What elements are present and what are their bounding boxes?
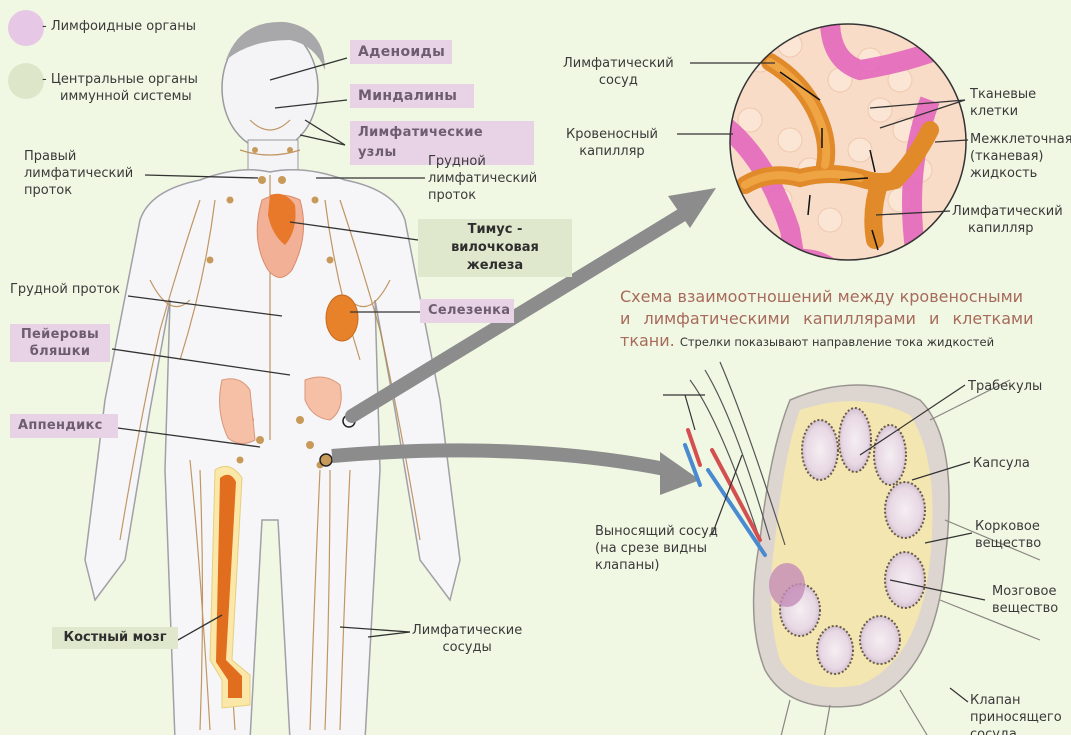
label-line: проток <box>24 183 73 198</box>
label-line: бляшки <box>29 344 91 359</box>
label-line: сосуды <box>442 640 492 655</box>
label-appendix: Аппендикс <box>10 414 118 438</box>
label-thymus: Тимус - вилочковая железа <box>418 219 572 277</box>
label-line: Правый <box>24 149 77 164</box>
label-line: вилочковая железа <box>451 240 539 273</box>
label-line: лимфатический <box>428 171 538 186</box>
label-tissue-cells: Тканевые клетки <box>970 86 1036 120</box>
label-line: Межклеточная <box>970 132 1071 147</box>
label-thoracic-duct: Грудной проток <box>10 282 120 297</box>
legend-dot-lymphoid <box>8 10 44 46</box>
label-line: Лимфатический <box>952 204 1063 219</box>
legend-dot-central <box>8 63 44 99</box>
label-line: клапаны) <box>595 558 660 573</box>
label-line: (на срезе видны <box>595 541 707 556</box>
label-line: жидкость <box>970 166 1038 181</box>
label-bone-marrow: Костный мозг <box>52 627 178 649</box>
label-interstitial-fluid: Межклеточная (тканевая) жидкость <box>970 131 1071 182</box>
capillary-circle <box>729 23 967 261</box>
label-line: проток <box>428 188 477 203</box>
label-blood-capillary: Кровеносный капилляр <box>566 126 658 160</box>
caption-line3: ткани. Стрелки показывают направление то… <box>620 330 1050 352</box>
label-line: капилляр <box>968 221 1034 236</box>
legend-label-central: - Центральные органы иммунной системы <box>42 71 198 105</box>
label-adenoids: Аденоиды <box>350 40 452 64</box>
label-line: клетки <box>970 104 1019 119</box>
caption-note: Стрелки показывают направление тока жидк… <box>679 335 995 349</box>
label-capsule: Капсула <box>973 456 1030 471</box>
label-line: вещество <box>992 601 1059 616</box>
label-lymph-vessels: Лимфатические сосуды <box>412 622 522 656</box>
label-line: Тканевые <box>970 87 1037 102</box>
label-line: Мозговое <box>992 584 1057 599</box>
label-lymph-capillary: Лимфатический капилляр <box>952 203 1063 237</box>
bottom-strip <box>0 735 1071 754</box>
label-line: Клапан <box>970 693 1021 708</box>
label-lymph-nodes: Лимфатические узлы <box>350 121 534 165</box>
caption-line1: Схема взаимоотношений между кровеносными <box>620 287 1024 306</box>
label-trabeculae: Трабекулы <box>968 379 1043 394</box>
label-peyers-patches: Пейеровы бляшки <box>10 324 110 362</box>
label-cortex: Корковое вещество <box>975 518 1041 552</box>
zoom-arrows <box>331 188 716 495</box>
label-line: (тканевая) <box>970 149 1044 164</box>
label-lymph-vessel: Лимфатический сосуд <box>563 55 674 89</box>
label-line: капилляр <box>579 144 645 159</box>
legend-label-central-line2: иммунной системы <box>60 89 192 104</box>
label-efferent-vessel: Выносящий сосуд (на срезе видны клапаны) <box>595 523 718 574</box>
label-spleen: Селезенка <box>420 299 514 323</box>
label-line: Пейеровы <box>20 327 100 342</box>
label-line: Корковое <box>975 519 1040 534</box>
label-line: Тимус - <box>467 222 523 237</box>
label-thoracic-lymph-duct: Грудной лимфатический проток <box>428 153 537 204</box>
label-line: приносящего <box>970 710 1062 725</box>
legend-label-central-line1: - Центральные органы <box>42 72 198 87</box>
label-line: вещество <box>975 536 1042 551</box>
label-medulla: Мозговое вещество <box>992 583 1058 617</box>
legend-label-lymphoid: - Лимфоидные органы <box>42 19 197 34</box>
label-line: Лимфатические <box>412 623 523 638</box>
label-line: сосуд <box>598 73 638 88</box>
label-line: лимфатический <box>24 166 134 181</box>
label-line: Грудной <box>428 154 486 169</box>
caption-line2: и лимфатическими капиллярами и клетками <box>620 309 1034 328</box>
lymph-node <box>683 361 1041 751</box>
label-line: Выносящий сосуд <box>595 524 718 539</box>
label-right-lymph-duct: Правый лимфатический проток <box>24 148 133 199</box>
label-line: Кровеносный <box>566 127 658 142</box>
leader-lines <box>109 57 425 641</box>
label-line: Лимфатический <box>563 56 674 71</box>
label-tonsils: Миндалины <box>350 84 474 108</box>
capillary-caption: Схема взаимоотношений между кровеносными… <box>620 286 1050 352</box>
caption-line3-red: ткани. <box>620 331 675 350</box>
